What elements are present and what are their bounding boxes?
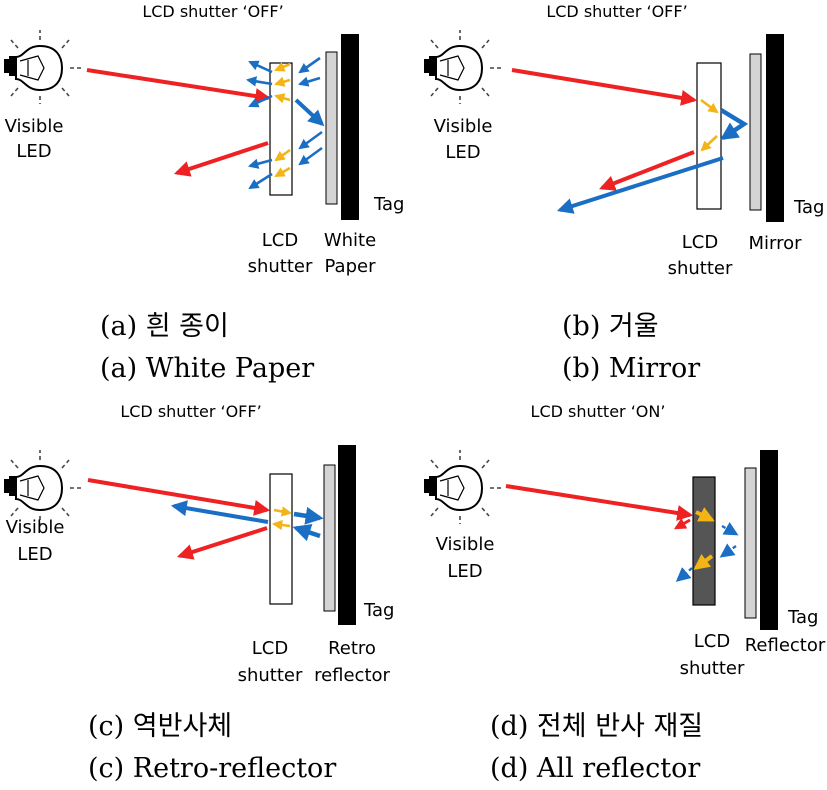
retro-reflector-icon: [323, 464, 336, 612]
panel-a-led-label-1: Visible: [5, 116, 64, 137]
light-bulb-icon: [423, 29, 503, 105]
tag-icon: [338, 445, 356, 625]
panel-d-caption-en: (d) All reflector: [490, 753, 700, 784]
reflected-beam: [599, 150, 695, 191]
panel-c-led-label-1: Visible: [6, 517, 65, 538]
lcd-shutter-icon: [269, 473, 293, 605]
panel-c: LCD shutter ‘OFF’ Visible LED Tag LCD sh…: [3, 402, 394, 784]
panel-c-surface-label-2: reflector: [314, 665, 390, 686]
panel-a-caption-kr: (a) 흰 종이: [100, 311, 229, 342]
panel-a-surface-label-1: White: [324, 230, 376, 251]
panel-c-title: LCD shutter ‘OFF’: [120, 402, 261, 421]
mirror-icon: [749, 53, 762, 211]
scattered-light: [245, 56, 325, 190]
panel-b-led-label-2: LED: [445, 142, 480, 163]
panel-c-shutter-label-2: shutter: [238, 665, 303, 686]
panel-c-tag-label: Tag: [363, 600, 394, 621]
reflected-beam: [176, 526, 268, 560]
white-paper-icon: [325, 51, 338, 205]
retro-reflection: [170, 500, 324, 542]
panel-d-shutter-label-1: LCD: [694, 631, 730, 652]
light-bulb-icon: [423, 449, 503, 525]
tag-icon: [760, 450, 778, 630]
panel-c-caption-en: (c) Retro-reflector: [88, 753, 336, 784]
panel-a-led-label-2: LED: [16, 141, 51, 162]
panel-b-caption-en: (b) Mirror: [562, 353, 700, 384]
panel-b-title: LCD shutter ‘OFF’: [546, 2, 687, 21]
panel-c-led-label-2: LED: [17, 544, 52, 565]
panel-c-shutter-label-1: LCD: [252, 638, 288, 659]
panel-d-tag-label: Tag: [787, 607, 818, 628]
reflected-beam: [673, 518, 691, 530]
mirror-reflection: [556, 98, 749, 214]
panel-b-tag-label: Tag: [793, 197, 824, 218]
incident-beam: [87, 478, 271, 516]
panel-d-surface-label-1: Reflector: [745, 635, 826, 656]
tag-icon: [341, 34, 359, 220]
lcd-shutter-icon: [696, 62, 722, 210]
panel-b-shutter-label-2: shutter: [668, 258, 733, 279]
incident-beam: [505, 484, 694, 521]
panel-b: LCD shutter ‘OFF’ Visible LED Tag LCD sh…: [423, 2, 824, 384]
panel-d-led-label-1: Visible: [436, 534, 495, 555]
lcd-shutter-icon: [692, 476, 716, 606]
light-bulb-icon: [3, 449, 83, 525]
panel-a-shutter-label-2: shutter: [248, 256, 313, 277]
panel-d: LCD shutter ‘ON’ Visible LED Tag LCD shu…: [423, 402, 826, 784]
panel-d-caption-kr: (d) 전체 반사 재질: [490, 711, 703, 742]
panel-c-surface-label-1: Retro: [328, 638, 376, 659]
panel-b-caption-kr: (b) 거울: [562, 311, 659, 342]
reflected-beam: [173, 141, 269, 177]
panel-a-title: LCD shutter ‘OFF’: [142, 2, 283, 21]
panel-c-caption-kr: (c) 역반사체: [88, 711, 232, 742]
panel-d-title: LCD shutter ‘ON’: [531, 402, 666, 421]
panel-b-led-label-1: Visible: [434, 116, 493, 137]
panel-b-shutter-label-1: LCD: [682, 232, 718, 253]
panel-a-caption-en: (a) White Paper: [100, 353, 314, 384]
panel-d-led-label-2: LED: [447, 561, 482, 582]
panel-a-surface-label-2: Paper: [325, 256, 377, 277]
panel-a-tag-label: Tag: [373, 194, 404, 215]
reflector-icon: [744, 467, 757, 619]
panel-a-shutter-label-1: LCD: [262, 230, 298, 251]
tag-icon: [766, 34, 784, 222]
incident-beam: [511, 68, 698, 106]
panel-b-surface-label-1: Mirror: [748, 233, 802, 254]
panel-a: LCD shutter ‘OFF’ Visible LED Tag: [3, 2, 404, 384]
light-bulb-icon: [3, 29, 83, 105]
panel-d-shutter-label-2: shutter: [680, 658, 745, 679]
incident-beam: [86, 68, 272, 104]
blocked-light: [675, 507, 739, 582]
